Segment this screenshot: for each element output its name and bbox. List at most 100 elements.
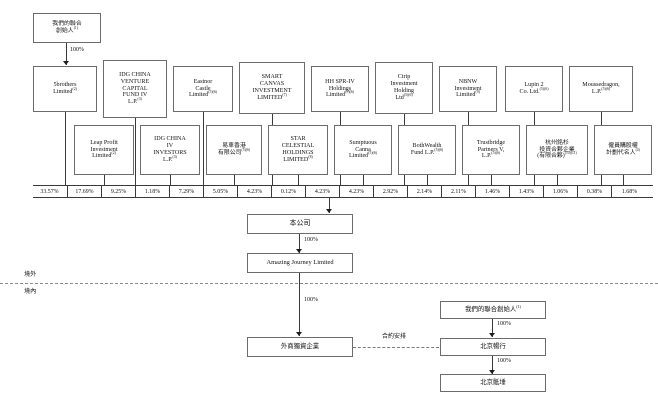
arrowhead-founder-5brothers xyxy=(63,61,69,65)
box-mid-1[interactable]: IDG CHINA IV INVESTORS L.P.(3) xyxy=(140,125,200,175)
connector-strip-company xyxy=(329,197,330,213)
box-mid-5-label: BothWealth Fund L.P.(5)(6) xyxy=(410,143,444,157)
box-top-4[interactable]: HH SPR-IV Holdings Limited(5)(6) xyxy=(311,66,369,112)
arrowhead-wfoe xyxy=(296,332,302,336)
pct-cell-1: 17.69% xyxy=(68,186,101,197)
box-founder-top[interactable]: 我們的聯合創始人(1) xyxy=(33,13,101,43)
pct-sep-6 xyxy=(271,186,272,197)
pct-cell-3: 1.18% xyxy=(137,186,168,197)
pct-sep-12 xyxy=(475,186,476,197)
pct-cell-14: 1.43% xyxy=(511,186,542,197)
drop-mid-0 xyxy=(104,175,105,186)
box-top-8[interactable]: Moussedragon, L.P.(5)(6) xyxy=(569,66,633,112)
pct-cell-8: 4.23% xyxy=(307,186,338,197)
pct-cell-6: 4.23% xyxy=(239,186,270,197)
box-top-5-label: Ctrip Investment Holding Ltd(5)(6) xyxy=(390,74,418,101)
box-top-0-label: 5brothers Limited(2) xyxy=(53,82,77,96)
pct-founder-changxing: 100% xyxy=(496,321,512,327)
box-mid-8-label: 僱員購股權計劃代名人(4) xyxy=(606,143,640,156)
box-mid-6-label: Trustbridge Partners V, L.P.(5)(6) xyxy=(476,139,506,160)
pct-cell-10: 2.92% xyxy=(375,186,406,197)
box-top-7-label: Lupin 2 Co. Ltd.(5)(6) xyxy=(519,82,549,96)
box-top-7[interactable]: Lupin 2 Co. Ltd.(5)(6) xyxy=(505,66,563,112)
pct-cell-15: 1.06% xyxy=(545,186,576,197)
box-founder-right-label: 我們的聯合創始人(1) xyxy=(465,304,521,314)
pct-sep-0 xyxy=(67,186,68,197)
pct-cell-13: 1.46% xyxy=(477,186,508,197)
box-company[interactable]: 本公司 xyxy=(247,214,353,234)
box-company-label: 本公司 xyxy=(289,219,311,228)
pct-sep-13 xyxy=(509,186,510,197)
drop-mid-6 xyxy=(491,175,492,186)
drop-mid-1 xyxy=(170,175,171,186)
arrowhead-aj xyxy=(296,249,302,253)
pct-sep-8 xyxy=(339,186,340,197)
box-top-3[interactable]: SMART CANVAS INVESTMENT LIMITED(7) xyxy=(239,62,305,114)
pct-cell-11: 2.14% xyxy=(409,186,440,197)
pct-sep-2 xyxy=(135,186,136,197)
box-top-1[interactable]: IDG CHINA VENTURE CAPITAL FUND IV L.P.(3… xyxy=(103,60,167,118)
box-mid-0[interactable]: Leap Profit Investment Limited(2) xyxy=(74,125,134,175)
contractual-arrangement-label: 合約安排 xyxy=(381,331,408,340)
box-mid-8[interactable]: 僱員購股權計劃代名人(4) xyxy=(594,125,652,175)
pct-cell-5: 5.05% xyxy=(205,186,236,197)
pct-strip-bottom-rule xyxy=(33,197,653,198)
pct-cell-9: 4.23% xyxy=(341,186,372,197)
box-top-6-label: NBNW Investment Limited(9) xyxy=(454,78,482,99)
drop-mid-2 xyxy=(234,175,235,186)
offshore-onshore-divider xyxy=(0,283,658,284)
box-top-1-label: IDG CHINA VENTURE CAPITAL FUND IV L.P.(3… xyxy=(119,71,151,106)
arrowhead-diduo xyxy=(489,370,495,374)
pct-cell-16: 0.38% xyxy=(579,186,610,197)
box-mid-2[interactable]: 易車香港有限公司(5)(6) xyxy=(206,125,262,175)
pct-strip-top-rule xyxy=(33,185,653,186)
pct-sep-7 xyxy=(305,186,306,197)
box-wfoe[interactable]: 外商獨資企業 xyxy=(247,337,353,357)
box-mid-7[interactable]: 杭州銘杉投資合夥企業(有限合夥)(10)(11) xyxy=(526,125,588,175)
box-top-5[interactable]: Ctrip Investment Holding Ltd(5)(6) xyxy=(375,62,433,114)
drop-top-0 xyxy=(65,112,66,186)
box-mid-5[interactable]: BothWealth Fund L.P.(5)(6) xyxy=(398,125,456,175)
offshore-label: 境外 xyxy=(24,271,37,278)
drop-mid-8 xyxy=(623,175,624,186)
box-mid-4[interactable]: Sumptuous Canna Limited(5)(6) xyxy=(334,125,392,175)
box-mid-3-label: STAR CELESTIAL HOLDINGS LIMITED(8) xyxy=(281,136,315,163)
pct-company-aj: 100% xyxy=(303,237,319,243)
pct-aj-wfoe: 100% xyxy=(303,297,319,303)
arrowhead-changxing xyxy=(489,333,495,337)
connector-founder-5brothers xyxy=(66,43,67,65)
pct-sep-3 xyxy=(169,186,170,197)
pct-sep-16 xyxy=(611,186,612,197)
drop-mid-5 xyxy=(427,175,428,186)
box-beijing-diduo[interactable]: 北京骶埵 xyxy=(440,374,546,392)
connector-founder-changxing xyxy=(492,319,493,337)
box-founder-right[interactable]: 我們的聯合創始人(1) xyxy=(440,301,546,319)
connector-aj-wfoe xyxy=(299,273,300,336)
box-beijing-changxing[interactable]: 北京暢行 xyxy=(440,338,546,356)
onshore-label: 境內 xyxy=(24,288,37,295)
box-amazing-journey[interactable]: Amazing Journey Limited xyxy=(247,253,353,273)
pct-sep-5 xyxy=(237,186,238,197)
box-top-8-label: Moussedragon, L.P.(5)(6) xyxy=(582,82,620,96)
pct-sep-11 xyxy=(441,186,442,197)
box-mid-3[interactable]: STAR CELESTIAL HOLDINGS LIMITED(8) xyxy=(268,125,328,175)
arrowhead-company xyxy=(326,209,332,213)
box-mid-4-label: Sumptuous Canna Limited(5)(6) xyxy=(348,139,378,160)
pct-cell-0: 33.57% xyxy=(33,186,66,197)
box-wfoe-label: 外商獨資企業 xyxy=(280,343,320,351)
box-top-0[interactable]: 5brothers Limited(2) xyxy=(33,66,97,112)
connector-changxing-diduo xyxy=(492,356,493,374)
box-top-3-label: SMART CANVAS INVESTMENT LIMITED(7) xyxy=(252,74,292,101)
pct-sep-10 xyxy=(407,186,408,197)
pct-founder-5brothers: 100% xyxy=(69,47,85,53)
pct-sep-1 xyxy=(101,186,102,197)
connector-company-aj xyxy=(299,234,300,253)
box-mid-1-label: IDG CHINA IV INVESTORS L.P.(3) xyxy=(153,136,187,163)
pct-changxing-diduo: 100% xyxy=(496,358,512,364)
box-mid-6[interactable]: Trustbridge Partners V, L.P.(5)(6) xyxy=(462,125,520,175)
box-top-2[interactable]: Eastnor Castle Limited(5)(6) xyxy=(173,66,233,112)
pct-sep-15 xyxy=(577,186,578,197)
box-founder-top-label: 我們的聯合創始人(1) xyxy=(52,21,82,34)
box-top-6[interactable]: NBNW Investment Limited(9) xyxy=(439,66,497,112)
